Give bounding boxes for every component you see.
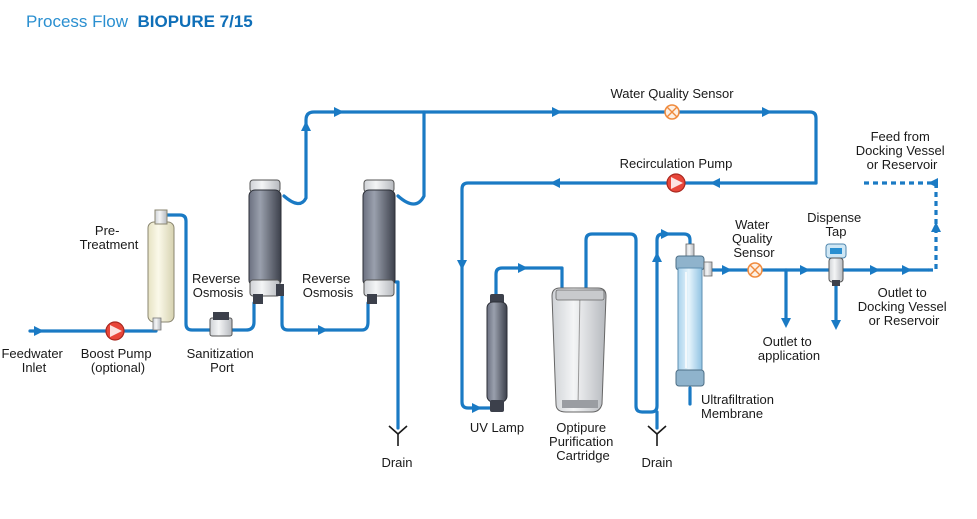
arrow-uv-in [472, 403, 482, 413]
pre-treatment-cartridge-icon [147, 209, 175, 331]
label-drain-2: Drain [641, 455, 672, 470]
label-feedwater-inlet: Feedwater Inlet [1, 346, 66, 375]
water-quality-sensor-top-icon [664, 104, 680, 120]
arrow-top-trunk-1 [334, 107, 344, 117]
label-boost-pump: Boost Pump (optional) [81, 346, 155, 375]
arrow-outlet-right [722, 265, 732, 275]
arrow-outlet-application [781, 318, 791, 328]
uv-lamp-icon [486, 294, 508, 412]
arrow-outlet-right-3 [870, 265, 880, 275]
arrow-outlet-right-4 [902, 265, 912, 275]
arrow-docking-feed [928, 178, 938, 188]
arrow-feed-inlet [34, 326, 44, 336]
labels: Feedwater Inlet Boost Pump (optional) Pr… [1, 86, 951, 470]
drain-1-icon [388, 425, 408, 446]
label-uv-lamp: UV Lamp [470, 420, 524, 435]
label-recirculation-pump: Recirculation Pump [620, 156, 733, 171]
reverse-osmosis-2-icon [362, 179, 396, 304]
ultrafiltration-membrane-icon [675, 243, 713, 387]
label-feed-from-docking: Feed from Docking Vessel or Reservoir [856, 129, 949, 172]
label-drain-1: Drain [381, 455, 412, 470]
arrow-top-trunk-2 [552, 107, 562, 117]
arrow-recirc-2 [710, 178, 720, 188]
title-product: BIOPURE 7/15 [137, 12, 252, 31]
label-water-quality-sensor-top: Water Quality Sensor [610, 86, 734, 101]
reverse-osmosis-1-icon [248, 179, 284, 304]
label-reverse-osmosis-1: Reverse Osmosis [192, 271, 244, 300]
arrow-outlet-right-2 [800, 265, 810, 275]
label-dispense-tap: Dispense Tap [807, 210, 865, 239]
title-prefix: Process Flow [26, 12, 129, 31]
label-reverse-osmosis-2: Reverse Osmosis [302, 271, 354, 300]
arrow-loop-left [457, 260, 467, 270]
boost-pump-icon [105, 321, 125, 341]
arrow-recirc-1 [550, 178, 560, 188]
flow-arrows [34, 107, 941, 413]
water-quality-sensor-right-icon [747, 262, 763, 278]
label-outlet-to-application: Outlet to application [758, 334, 820, 363]
arrow-to-uf [661, 229, 671, 239]
optipure-cartridge-icon [551, 287, 607, 413]
label-optipure-cartridge: Optipure Purification Cartridge [549, 420, 617, 463]
drain-2-icon [647, 425, 667, 446]
label-outlet-to-docking: Outlet to Docking Vessel or Reservoir [858, 285, 951, 328]
arrow-uv-out [518, 263, 528, 273]
dispense-tap-icon [825, 243, 847, 286]
page-title: Process Flow BIOPURE 7/15 [26, 12, 253, 31]
arrow-docking-up [931, 222, 941, 232]
arrow-top-trunk-3 [762, 107, 772, 117]
label-pre-treatment: Pre- Treatment [80, 223, 139, 252]
recirculation-pump-icon [666, 173, 686, 193]
label-sanitization-port: Sanitization Port [187, 346, 258, 375]
arrow-cartridge-loop [652, 252, 662, 262]
label-ultrafiltration-membrane: Ultrafiltration Membrane [701, 392, 778, 421]
arrow-ro-concentrate [318, 325, 328, 335]
label-water-quality-sensor-right: Water Quality Sensor [732, 217, 776, 260]
arrow-riser-ro1 [301, 121, 311, 131]
sanitization-port-icon [209, 312, 233, 337]
arrow-dispense-down [831, 320, 841, 330]
